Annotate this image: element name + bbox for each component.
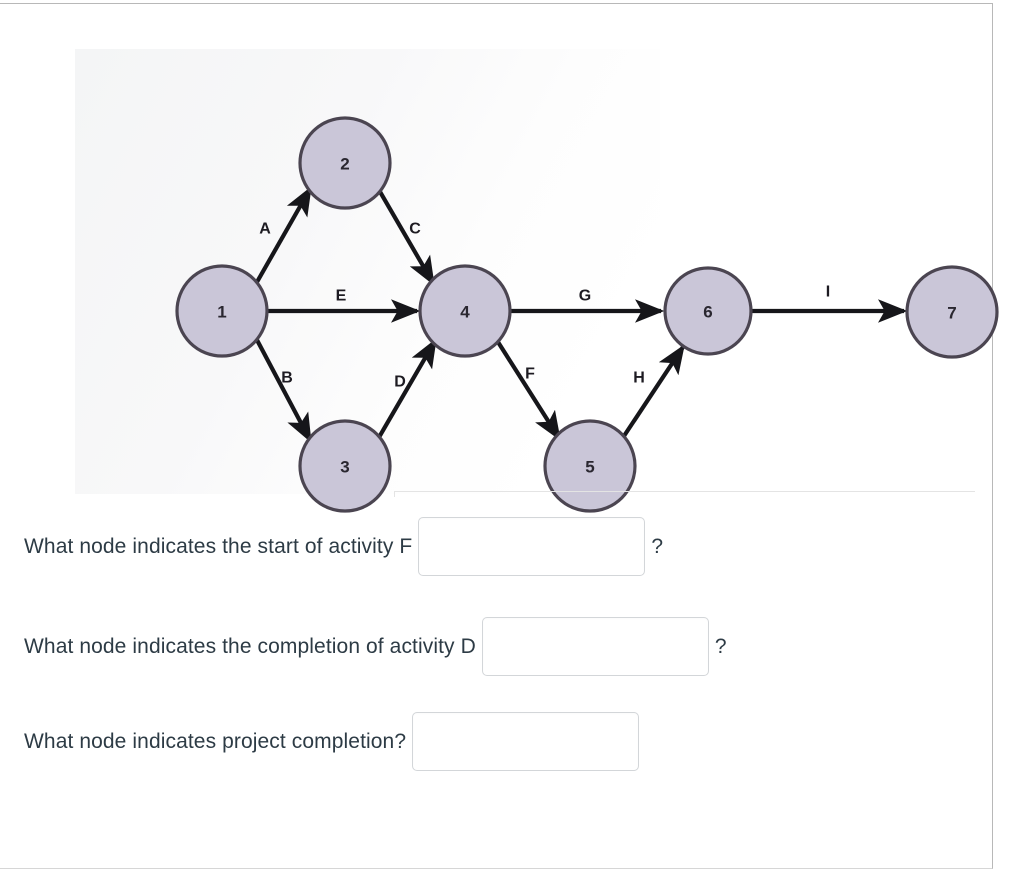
figure-divider-tick — [394, 491, 395, 497]
network-diagram-svg: A B C D E F G H I 1 2 — [175, 116, 999, 513]
edge-A — [255, 186, 312, 284]
edge-D — [376, 338, 437, 441]
edge-label-A: A — [259, 221, 271, 238]
question-1-suffix: ? — [651, 534, 663, 558]
question-row-3: What node indicates project completion? — [24, 712, 645, 771]
network-diagram-figure: A B C D E F G H I 1 2 — [75, 49, 999, 513]
question-1-text: What node indicates the start of activit… — [24, 535, 413, 558]
edge-F — [496, 340, 561, 441]
node-1-label: 1 — [217, 303, 226, 322]
answer-input-3[interactable] — [412, 712, 640, 771]
diagram-edges — [255, 186, 908, 443]
node-2-label: 2 — [340, 155, 349, 174]
edge-label-G: G — [579, 288, 591, 305]
question-2-text: What node indicates the completion of ac… — [24, 635, 476, 658]
question-row-2: What node indicates the completion of ac… — [24, 617, 727, 676]
node-6-label: 6 — [703, 303, 712, 322]
question-3-text: What node indicates project completion? — [24, 730, 407, 753]
node-6-circle — [663, 266, 753, 356]
node-5-circle — [543, 419, 637, 513]
question-row-1: What node indicates the start of activit… — [24, 517, 663, 576]
node-1: 1 — [175, 264, 269, 358]
node-2-circle — [298, 116, 392, 210]
node-3: 3 — [298, 419, 392, 513]
diagram-edge-labels: A B C D E F G H I — [259, 221, 830, 391]
node-7-circle — [905, 265, 999, 359]
question-2-suffix: ? — [714, 634, 727, 658]
edge-label-F: F — [525, 366, 535, 383]
diagram-nodes: 1 2 3 4 5 — [175, 116, 999, 513]
node-2: 2 — [298, 116, 392, 210]
edge-label-H: H — [633, 370, 645, 387]
node-4-label: 4 — [460, 303, 470, 322]
edge-label-D: D — [394, 374, 406, 391]
node-1-circle — [175, 264, 269, 358]
figure-divider — [394, 491, 975, 492]
node-6: 6 — [663, 266, 753, 356]
edge-label-E: E — [336, 288, 347, 305]
node-5: 5 — [543, 419, 637, 513]
answer-input-1[interactable] — [418, 517, 646, 576]
edge-B — [255, 339, 312, 443]
node-4-circle — [418, 264, 512, 358]
edge-label-C: C — [409, 221, 421, 238]
node-5-label: 5 — [585, 458, 594, 477]
node-7: 7 — [905, 265, 999, 359]
node-3-label: 3 — [340, 458, 349, 477]
edge-H — [620, 344, 685, 441]
edge-C — [377, 188, 435, 286]
node-3-circle — [298, 419, 392, 513]
node-4: 4 — [418, 264, 512, 358]
answer-input-2[interactable] — [481, 617, 709, 676]
edge-label-I: I — [826, 284, 830, 301]
node-7-label: 7 — [947, 304, 956, 323]
edge-label-B: B — [281, 370, 293, 387]
quiz-question-panel: A B C D E F G H I 1 2 — [0, 3, 999, 869]
